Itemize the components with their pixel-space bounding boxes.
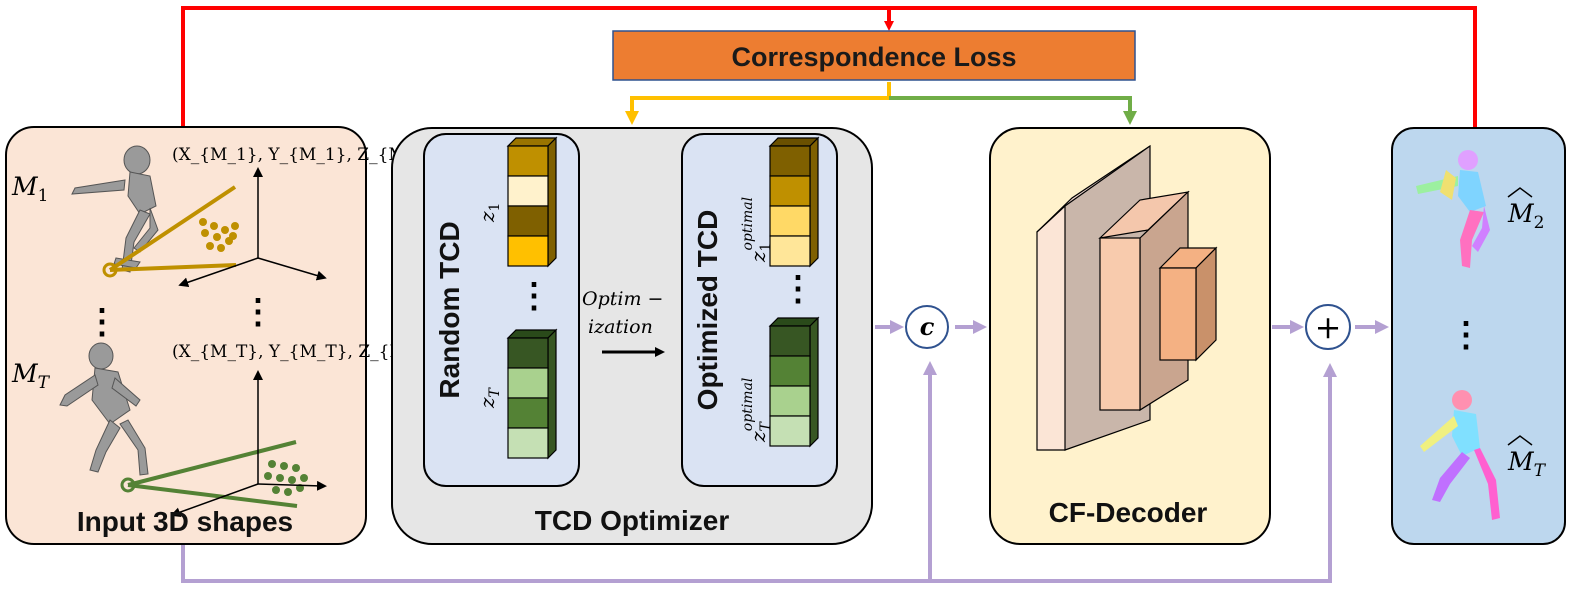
correspondence-cone-bottom — [120, 440, 308, 508]
input-ellipsis-left: ⋮ — [85, 303, 119, 341]
output-mesh-top — [1416, 150, 1490, 268]
output-first-hat — [1507, 187, 1533, 198]
input-panel: M1 MT (X_{M_1}, Y_{M_1}, Z_{M_1}) (X_{M_… — [5, 126, 444, 545]
optimizer-caption: TCD Optimizer — [535, 505, 730, 536]
decoder-caption: CF-Decoder — [1049, 497, 1208, 528]
concat-operator: c — [905, 305, 949, 349]
output-ellipsis: ⋮ — [1449, 316, 1483, 354]
input-caption: Input 3D shapes — [77, 506, 293, 537]
human-mesh-top — [71, 145, 159, 273]
correspondence-loss-label: Correspondence Loss — [731, 42, 1016, 72]
red-feedback-arrow — [181, 6, 1477, 128]
optimized-tcd-label: Optimized TCD — [692, 210, 723, 411]
mesh-last-label: MT — [11, 359, 51, 393]
input-ellipsis-right: ⋮ — [241, 293, 275, 331]
mesh-first-label: M1 — [11, 172, 48, 206]
optimization-label-1: Optim − — [582, 288, 663, 310]
decoder-layer-3 — [1158, 246, 1218, 362]
tcd-optimizer-panel: Random TCD z1 ⋮ zT Optim − ization — [391, 127, 873, 545]
concat-symbol: c — [920, 312, 935, 341]
random-zT-stack — [506, 328, 558, 460]
random-ellipsis: ⋮ — [517, 277, 551, 315]
coords-first-label: (X_{M_1}, Y_{M_1}, Z_{M_1}) — [172, 145, 443, 165]
axes-bottom — [170, 370, 327, 518]
purple-skip-connection — [181, 363, 1337, 583]
correspondence-loss-box — [612, 30, 1136, 81]
output-first-label: M2 — [1507, 199, 1544, 233]
optimized-z1-label: z1optimal — [740, 197, 774, 263]
optimization-label-2: ization — [588, 316, 653, 338]
optimized-z1-stack — [768, 136, 820, 268]
random-z1-label: z1 — [475, 203, 503, 223]
coords-last-label: (X_{M_T}, Y_{M_T}, Z_{M_T}) — [172, 342, 444, 362]
axes-top — [178, 167, 327, 288]
optimized-zT-stack — [768, 316, 820, 448]
output-last-label: MT — [1507, 447, 1547, 481]
output-last-hat — [1507, 435, 1533, 446]
add-symbol: + — [1315, 308, 1342, 346]
yellow-loss-branch — [625, 82, 891, 125]
optimized-zT-label: zToptimal — [740, 378, 774, 443]
correspondence-cone-top — [102, 185, 239, 278]
output-mesh-bottom — [1420, 390, 1500, 520]
output-panel: M2 MT ⋮ — [1391, 127, 1566, 545]
green-loss-branch — [889, 96, 1137, 125]
optimized-ellipsis: ⋮ — [781, 270, 815, 308]
random-z1-stack — [506, 136, 558, 268]
cf-decoder-panel: CF-Decoder — [989, 127, 1271, 545]
random-zT-label: zT — [475, 386, 503, 409]
random-tcd-label: Random TCD — [434, 221, 465, 398]
add-operator: + — [1305, 304, 1351, 350]
human-mesh-bottom — [59, 342, 149, 476]
